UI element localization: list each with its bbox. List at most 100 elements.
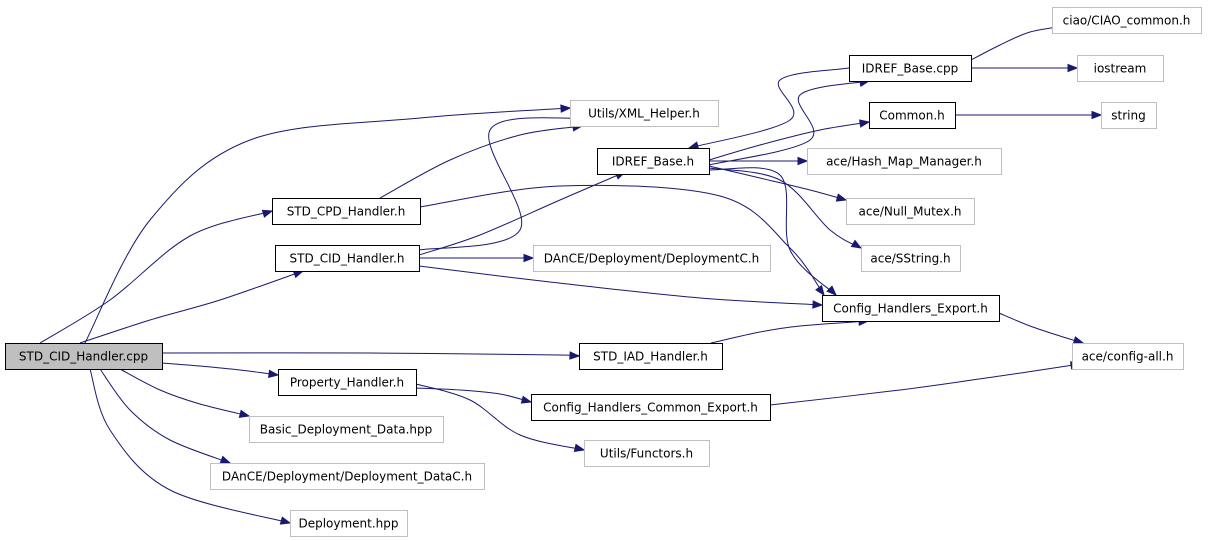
node-label: ciao/CIAO_common.h — [1063, 14, 1191, 28]
nodes-layer: STD_CID_Handler.cpp Utils/XML_Helper.hSTD… — [5, 7, 1202, 537]
node-label: Config_Handlers_Export.h — [833, 302, 988, 316]
node-property[interactable]: Property_Handler.h — [278, 369, 417, 396]
edge-std_cid-to-deploymentc — [418, 253, 535, 263]
node-string: string — [1101, 102, 1157, 129]
node-box — [849, 55, 972, 82]
arrowhead — [523, 253, 535, 263]
arrowhead — [268, 369, 280, 378]
edge-property-to-config_common_export — [415, 387, 533, 404]
node-box — [275, 245, 420, 272]
arrowhead — [858, 119, 871, 128]
edge-root-to-deployment_hpp — [89, 368, 292, 525]
arrowhead — [569, 351, 581, 360]
edge-line — [708, 167, 862, 249]
node-label: string — [1111, 109, 1145, 123]
node-deploymentc: DAnCE/Deployment/DeploymentC.h — [533, 245, 771, 272]
edge-root-to-property — [161, 362, 280, 378]
node-label: Utils/XML_Helper.h — [588, 107, 700, 121]
edge-line — [688, 67, 850, 149]
edge-idref_base_h-to-config_export — [708, 167, 837, 296]
node-std-cid[interactable]: STD_CID_Handler.h — [275, 245, 420, 272]
arrowhead — [687, 141, 700, 150]
node-box — [290, 510, 408, 537]
node-label: Basic_Deployment_Data.hpp — [260, 423, 432, 437]
node-label: STD_CID_Handler.h — [290, 252, 405, 266]
edge-root-to-xml_helper — [84, 104, 572, 344]
node-box — [570, 100, 719, 127]
edge-std_cpd-to-config_export — [419, 184, 825, 297]
node-box — [278, 369, 417, 396]
node-std-cpd[interactable]: STD_CPD_Handler.h — [272, 198, 421, 225]
arrowhead — [835, 193, 848, 202]
edge-common_h-to-string — [954, 110, 1103, 120]
node-box — [1072, 343, 1184, 370]
node-common-h[interactable]: Common.h — [869, 102, 956, 129]
edge-line — [418, 117, 583, 251]
edge-idref_base_h-to-hash_map — [709, 156, 809, 166]
arrowhead — [520, 395, 533, 404]
node-std-iad[interactable]: STD_IAD_Handler.h — [579, 343, 723, 370]
node-box — [869, 102, 956, 129]
node-label: ace/Null_Mutex.h — [859, 205, 962, 219]
arrowhead — [219, 455, 232, 464]
node-null-mutex: ace/Null_Mutex.h — [846, 198, 975, 225]
edge-line — [418, 171, 626, 256]
edge-line — [769, 363, 1081, 406]
node-box — [579, 343, 723, 370]
edge-std_cid-to-xml_helper — [418, 115, 584, 251]
node-deployment-datac: DAnCE/Deployment/Deployment_DataC.h — [210, 463, 485, 490]
node-ciao-common: ciao/CIAO_common.h — [1052, 7, 1202, 34]
node-deployment-hpp: Deployment.hpp — [290, 510, 408, 537]
edge-root-to-std_iad — [161, 351, 582, 360]
node-label: Utils/Functors.h — [600, 447, 693, 461]
edge-line — [161, 352, 582, 357]
node-box — [531, 394, 771, 421]
node-box — [846, 198, 975, 225]
edge-root-to-basic_deploy — [119, 368, 251, 418]
node-box — [533, 245, 771, 272]
edge-line — [998, 312, 1084, 344]
arrowhead — [826, 285, 837, 296]
node-idref-base-h[interactable]: IDREF_Base.h — [597, 148, 710, 175]
node-config-export[interactable]: Config_Handlers_Export.h — [822, 295, 1000, 322]
node-label: IDREF_Base.h — [612, 155, 694, 169]
arrowhead — [560, 104, 572, 113]
node-config-all: ace/config-all.h — [1072, 343, 1184, 370]
edge-line — [708, 121, 870, 161]
edge-line — [708, 167, 837, 296]
node-label: ace/config-all.h — [1082, 350, 1174, 364]
edge-property-to-functors — [415, 383, 586, 453]
edge-line — [710, 320, 869, 344]
node-label: DAnCE/Deployment/DeploymentC.h — [544, 252, 760, 266]
arrowhead — [812, 300, 824, 309]
edge-line — [418, 265, 823, 306]
edge-std_cid-to-config_export — [418, 265, 824, 309]
edge-line — [708, 80, 870, 166]
edge-line — [379, 125, 583, 199]
edge-idref_base_cpp-to-iostream — [971, 63, 1079, 73]
edge-line — [415, 383, 585, 451]
node-label: STD_IAD_Handler.h — [593, 350, 708, 364]
node-iostream: iostream — [1077, 55, 1164, 82]
node-config-common-export[interactable]: Config_Handlers_Common_Export.h — [531, 394, 771, 421]
edge-line — [970, 25, 1066, 61]
edge-idref_base_h-to-common_h — [708, 119, 871, 161]
node-xml-helper: Utils/XML_Helper.h — [570, 100, 719, 127]
edge-line — [119, 368, 250, 417]
edge-root-to-std_cpd — [39, 209, 274, 344]
edge-config_export-to-config_all — [998, 312, 1085, 345]
node-idref-base-cpp[interactable]: IDREF_Base.cpp — [849, 55, 972, 82]
node-box — [1052, 7, 1202, 34]
edge-line — [89, 368, 291, 524]
node-label: Config_Handlers_Common_Export.h — [543, 401, 758, 415]
edge-config_common_export-to-config_all — [769, 361, 1082, 406]
node-root[interactable]: STD_CID_Handler.cpp — [5, 343, 163, 370]
node-box — [584, 440, 710, 467]
edge-idref_base_cpp-to-ciao_common — [970, 23, 1067, 61]
edge-line — [415, 387, 532, 403]
arrowhead — [1091, 110, 1103, 120]
edge-std_cid-to-idref_base_h — [418, 171, 627, 256]
arrowhead — [850, 239, 863, 249]
node-box — [1077, 55, 1164, 82]
arrowhead — [1067, 63, 1079, 73]
